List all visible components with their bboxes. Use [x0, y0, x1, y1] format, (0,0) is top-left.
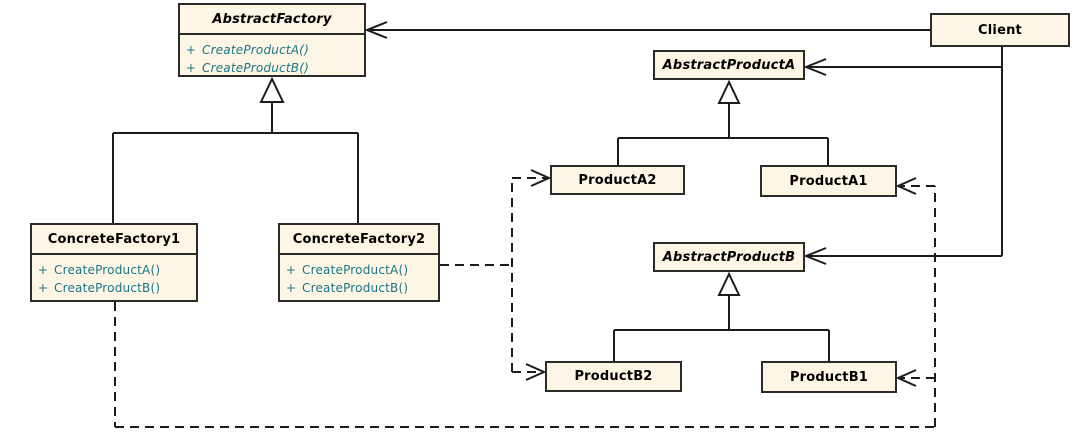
- visibility-symbol: +: [285, 281, 297, 295]
- method-signature: CreateProductA(): [302, 263, 409, 277]
- method-row: + CreateProductA(): [280, 261, 438, 279]
- class-title: ProductB1: [789, 369, 869, 385]
- connector-dependency-concretefactory2: [440, 169, 552, 381]
- class-client: Client: [930, 13, 1070, 47]
- method-signature: CreateProductB(): [302, 281, 409, 295]
- class-title: ProductA2: [578, 172, 657, 188]
- visibility-symbol: +: [37, 263, 49, 277]
- connector-client-abstractfactory: [364, 21, 930, 39]
- class-abstract-product-b: AbstractProductB: [653, 242, 805, 272]
- method-signature: CreateProductA(): [202, 43, 309, 57]
- visibility-symbol: +: [185, 61, 197, 75]
- class-methods: + CreateProductA() + CreateProductB(): [32, 255, 196, 297]
- class-concrete-factory-2: ConcreteFactory2 + CreateProductA() + Cr…: [278, 223, 440, 302]
- class-methods: + CreateProductA() + CreateProductB(): [180, 35, 364, 77]
- method-row: + CreateProductA(): [180, 41, 364, 59]
- class-abstract-product-a: AbstractProductA: [653, 50, 805, 80]
- connector-generalization-products-a: [617, 79, 829, 165]
- method-signature: CreateProductB(): [54, 281, 161, 295]
- class-title: AbstractProductA: [662, 57, 796, 73]
- visibility-symbol: +: [37, 281, 49, 295]
- method-row: + CreateProductB(): [180, 59, 364, 77]
- method-row: + CreateProductB(): [32, 279, 196, 297]
- visibility-symbol: +: [285, 263, 297, 277]
- class-product-a1: ProductA1: [760, 165, 897, 197]
- visibility-symbol: +: [185, 43, 197, 57]
- class-abstract-factory: AbstractFactory + CreateProductA() + Cre…: [178, 3, 366, 77]
- method-signature: CreateProductB(): [202, 61, 309, 75]
- class-title: ConcreteFactory2: [280, 225, 438, 255]
- connector-generalization-factories: [112, 76, 359, 223]
- class-title: ConcreteFactory1: [32, 225, 196, 255]
- connector-dependency-concretefactory1: [114, 177, 936, 428]
- class-title: ProductA1: [789, 173, 868, 189]
- class-product-b2: ProductB2: [545, 361, 682, 392]
- method-row: + CreateProductB(): [280, 279, 438, 297]
- method-row: + CreateProductA(): [32, 261, 196, 279]
- class-product-b1: ProductB1: [761, 361, 897, 393]
- method-signature: CreateProductA(): [54, 263, 161, 277]
- class-title: AbstractProductB: [662, 249, 796, 265]
- connector-client-abstractproducts: [803, 46, 1003, 265]
- class-concrete-factory-1: ConcreteFactory1 + CreateProductA() + Cr…: [30, 223, 198, 302]
- class-title: Client: [978, 22, 1022, 38]
- connector-generalization-products-b: [613, 271, 830, 361]
- class-methods: + CreateProductA() + CreateProductB(): [280, 255, 438, 297]
- class-title: AbstractFactory: [180, 5, 364, 35]
- class-title: ProductB2: [574, 369, 653, 384]
- class-product-a2: ProductA2: [550, 165, 685, 195]
